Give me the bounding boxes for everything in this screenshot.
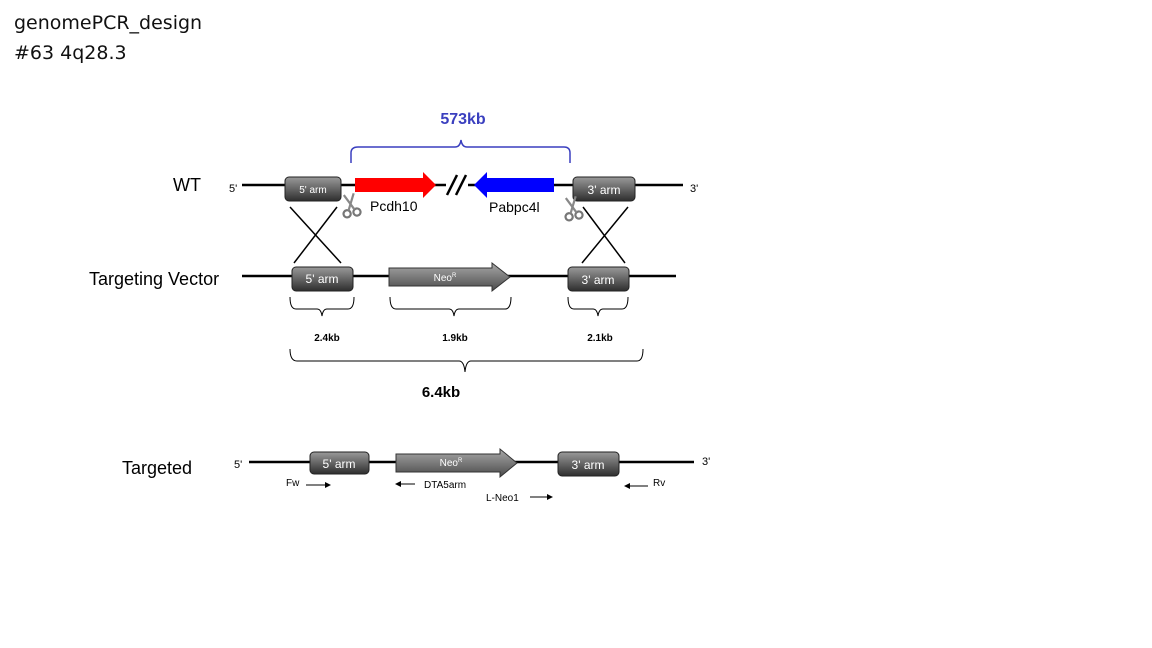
wt-label: WT: [173, 175, 201, 195]
deletion-bracket: [350, 139, 571, 163]
arm5-size-label: 2.4kb: [314, 333, 340, 344]
total-size-label: 6.4kb: [422, 384, 460, 401]
scissors-icon: [342, 193, 362, 219]
arm3-size-label: 2.1kb: [587, 333, 613, 344]
vector-label: Targeting Vector: [89, 269, 219, 289]
arrow-icon: [624, 483, 648, 489]
total-size-brace: [289, 348, 644, 373]
page-subtitle: #63 4q28.3: [14, 42, 127, 64]
neo-size-brace: [389, 296, 512, 317]
targeted-neo-label: NeoR: [440, 458, 463, 469]
targeted-3prime-label: 3': [702, 456, 710, 468]
wt-3arm-label: 3' arm: [588, 183, 621, 197]
targeted-5arm-label: 5' arm: [323, 457, 356, 471]
wt-5prime-label: 5': [229, 183, 237, 195]
neo-size-label: 1.9kb: [442, 333, 468, 344]
primer-rv-label: Rv: [653, 478, 665, 489]
pabpc4l-label: Pabpc4l: [489, 199, 540, 215]
crossover-line: [581, 206, 629, 264]
arrow-icon: [530, 494, 553, 500]
double-slash-break-icon: [445, 174, 468, 196]
targeted-3arm-box: [557, 451, 620, 477]
wt-5arm-box: [284, 176, 342, 202]
vector-5arm-label: 5' arm: [306, 272, 339, 286]
arm3-size-brace: [567, 296, 629, 317]
targeted-5prime-label: 5': [234, 459, 242, 471]
page-title: genomePCR_design: [14, 12, 203, 34]
primer-fw-label: Fw: [286, 478, 300, 489]
vector-5arm-box: [291, 266, 354, 292]
wt-3prime-label: 3': [690, 183, 698, 195]
vector-3arm-box: [567, 266, 630, 292]
scissors-icon: [564, 196, 584, 222]
pcdh10-label: Pcdh10: [370, 198, 418, 214]
pcdh10-arrow: [355, 172, 436, 198]
arrow-icon: [306, 482, 331, 488]
arrow-icon: [395, 481, 415, 487]
primer-dta5arm-label: DTA5arm: [424, 480, 466, 491]
targeted-5arm-box: [309, 451, 370, 475]
primer-lneo1-label: L-Neo1: [486, 493, 519, 504]
targeted-label: Targeted: [122, 458, 192, 478]
crossover-line: [293, 206, 338, 264]
targeted-3arm-label: 3' arm: [572, 458, 605, 472]
wt-5arm-label: 5' arm: [299, 185, 326, 196]
pabpc4l-arrow: [474, 172, 554, 198]
arm5-size-brace: [289, 296, 355, 317]
vector-neo-label: NeoR: [434, 273, 457, 284]
deletion-size-label: 573kb: [440, 111, 486, 128]
wt-3arm-box: [572, 176, 636, 202]
crossover-line: [582, 206, 626, 264]
vector-3arm-label: 3' arm: [582, 273, 615, 287]
vector-neo-cassette: [388, 261, 511, 293]
targeted-neo-cassette: [395, 447, 518, 479]
